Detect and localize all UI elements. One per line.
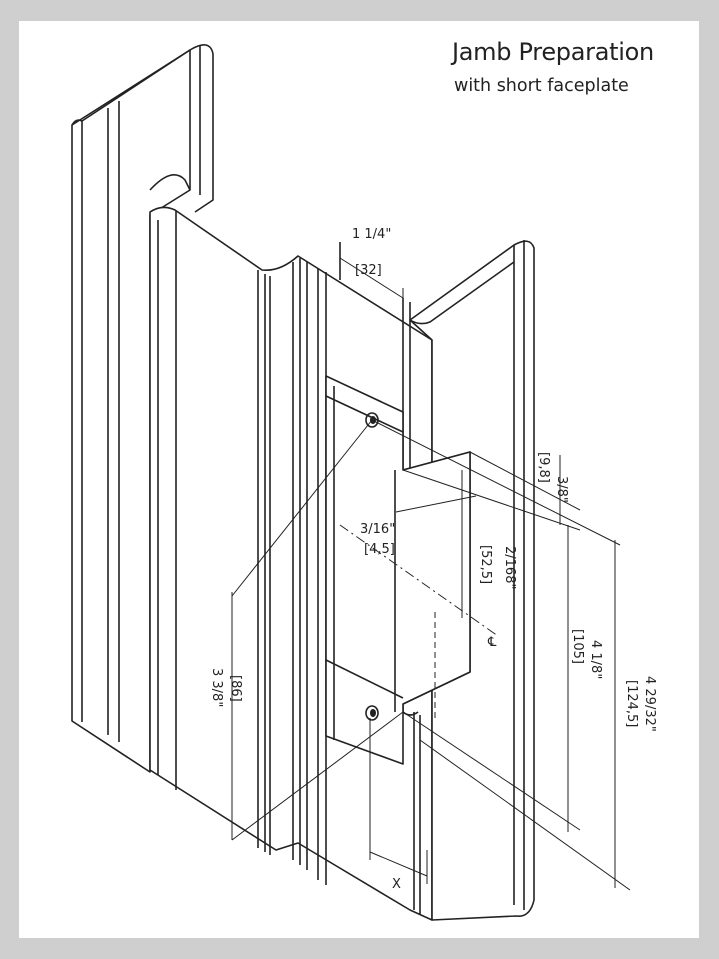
dim-top-offset-in: 3/8" xyxy=(554,476,569,503)
bottom-screw-hole xyxy=(365,705,379,721)
dimension-labels: 1 1/4" [32] [9,8] 3/8" 3/16" [4,5] [52,5… xyxy=(209,227,657,892)
drawing-title: Jamb Preparation xyxy=(452,38,654,66)
centerline-symbol: ℄ xyxy=(487,635,497,650)
strike-faceplate xyxy=(325,375,471,765)
dim-width-mm: [32] xyxy=(355,263,382,278)
dim-lower-in: 3 3/8" xyxy=(209,668,224,707)
dim-top-offset-mm: [9,8] xyxy=(536,452,551,483)
dim-half-height-in: 2/168" xyxy=(502,546,517,589)
top-screw-hole xyxy=(365,412,379,428)
dim-width-in: 1 1/4" xyxy=(352,227,391,242)
dim-setback-in: 3/16" xyxy=(360,522,395,537)
dim-cutout-mm: [105] xyxy=(570,629,585,664)
dim-lower-mm: [86] xyxy=(228,675,243,702)
dimension-lines xyxy=(231,248,631,891)
x-dimension-label: X xyxy=(392,877,401,892)
back-jamb xyxy=(71,44,214,773)
dim-cutout-in: 4 1/8" xyxy=(588,640,603,679)
dim-faceplate-mm: [124,5] xyxy=(624,680,639,727)
drawing-subtitle: with short faceplate xyxy=(454,76,629,96)
dim-faceplate-in: 4 29/32" xyxy=(642,676,657,732)
dim-half-height-mm: [52,5] xyxy=(478,545,493,584)
dim-setback-mm: [4,5] xyxy=(364,542,395,557)
